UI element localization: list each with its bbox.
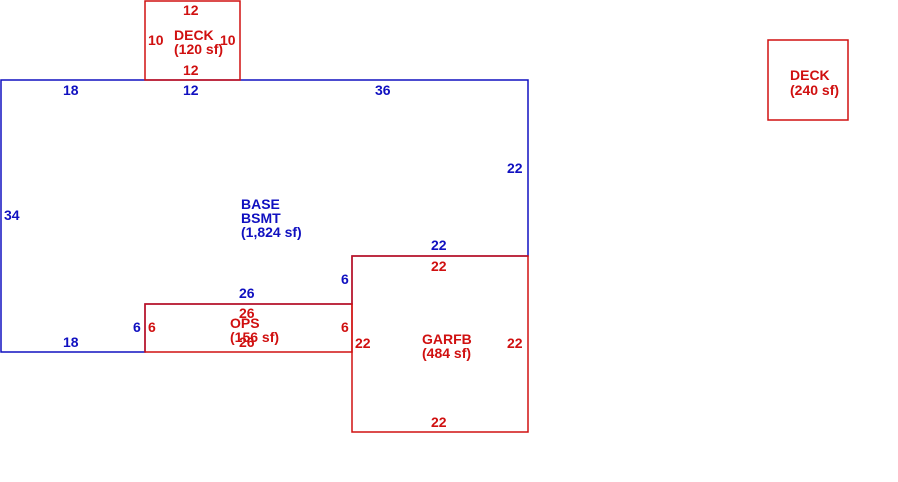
base-dim-step-side: 6 (341, 271, 349, 287)
deck-top-dim-top: 12 (183, 2, 199, 18)
ops-name: OPS (230, 315, 260, 331)
ops-area: (156 sf) (230, 329, 279, 345)
base-dim-left: 34 (4, 207, 20, 223)
base-dim-step-top: 22 (431, 237, 447, 253)
ops-dim-bottom: 26 (239, 334, 255, 350)
base-dim-notch-top: 26 (239, 285, 255, 301)
deck-top-dim-left: 10 (148, 32, 164, 48)
ops-dim-left: 6 (148, 319, 156, 335)
garfb-dim-bottom: 22 (431, 414, 447, 430)
deck-right-area: (240 sf) (790, 82, 839, 98)
base-dim-bottom: 18 (63, 334, 79, 350)
ops-labels: OPS (156 sf) 26 26 6 6 (148, 305, 349, 350)
garfb-name: GARFB (422, 331, 472, 347)
base-dim-top-left: 18 (63, 82, 79, 98)
base-name-line1: BASE (241, 196, 280, 212)
deck-right-outline (767, 39, 849, 121)
deck-top-outline (144, 0, 241, 81)
deck-top-dim-right: 10 (220, 32, 236, 48)
ops-dim-top: 26 (239, 305, 255, 321)
deck-top-name: DECK (174, 27, 214, 43)
garfb-outline (351, 255, 529, 433)
base-area: (1,824 sf) (241, 224, 302, 240)
base-name-line2: BSMT (241, 210, 281, 226)
base-dim-notch-side: 6 (133, 319, 141, 335)
garfb-dim-top: 22 (431, 258, 447, 274)
deck-right-name: DECK (790, 67, 830, 83)
garfb-area: (484 sf) (422, 345, 471, 361)
deck-top-area: (120 sf) (174, 41, 223, 57)
base-dim-right: 22 (507, 160, 523, 176)
garfb-labels: GARFB (484 sf) 22 22 22 22 (355, 258, 523, 430)
deck-right-labels: DECK (240 sf) (790, 67, 839, 98)
deck-top-labels: DECK (120 sf) 12 10 10 12 (148, 2, 236, 78)
ops-dim-right: 6 (341, 319, 349, 335)
base-labels: BASE BSMT (1,824 sf) 18 12 36 22 34 22 6… (4, 82, 523, 350)
deck-top-dim-bottom: 12 (183, 62, 199, 78)
garfb-dim-left: 22 (355, 335, 371, 351)
base-dim-top-right: 36 (375, 82, 391, 98)
garfb-dim-right: 22 (507, 335, 523, 351)
base-dim-top-mid: 12 (183, 82, 199, 98)
